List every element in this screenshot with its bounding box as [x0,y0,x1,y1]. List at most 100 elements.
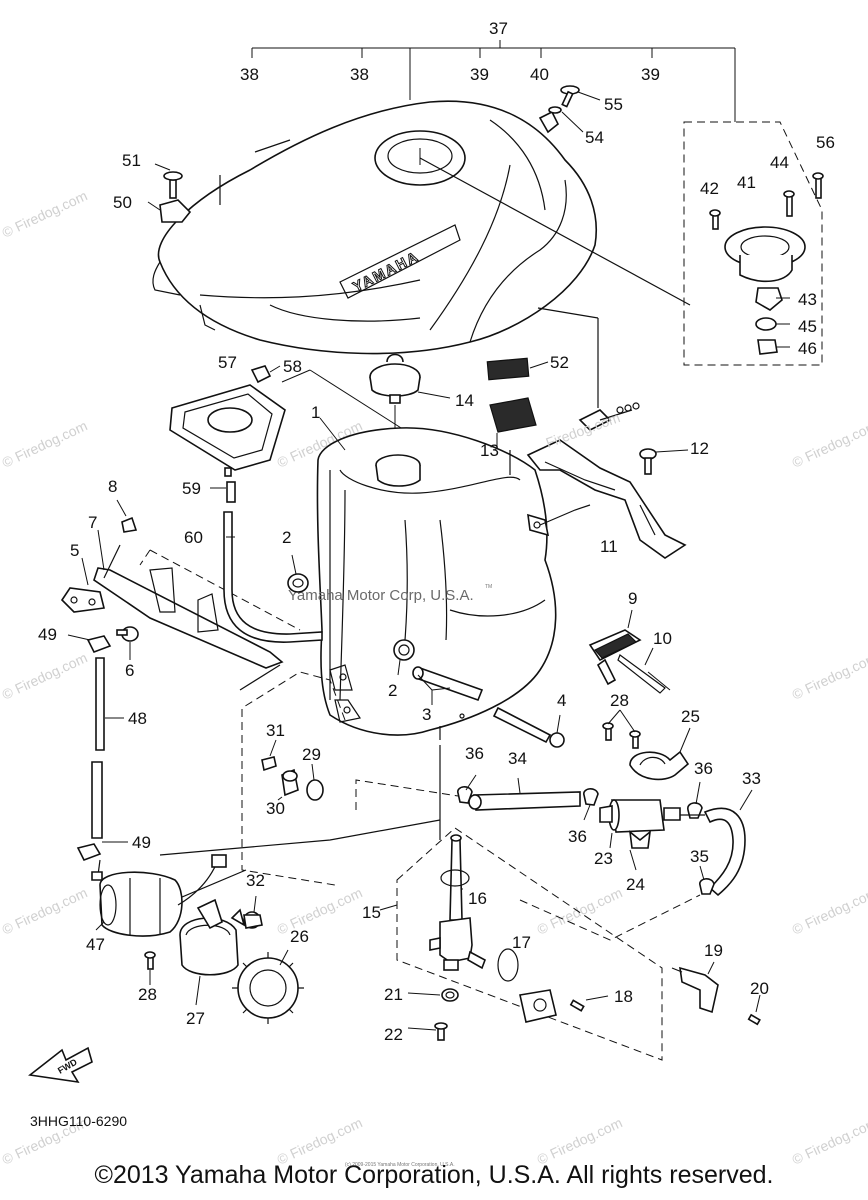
callout-41: 41 [737,173,756,192]
watermark-text: © Firedog.com [535,884,625,937]
callout-37: 37 [489,19,508,38]
parts-9-10 [588,609,671,694]
part-47-fuel-pump [91,854,227,937]
watermark-text: © Firedog.com [0,417,90,470]
watermark-text: © Firedog.com [0,884,90,937]
callout-52: 52 [550,353,569,372]
callout-22: 22 [384,1025,403,1044]
callout-49: 49 [132,833,151,852]
callout-20: 20 [750,979,769,998]
copyright-notice: ©2013 Yamaha Motor Corporation, U.S.A. A… [94,1161,774,1189]
callout-35: 35 [690,847,709,866]
callout-15: 15 [362,903,381,922]
callout-2: 2 [282,528,291,547]
callout-2: 2 [388,681,397,700]
callout-24: 24 [626,875,645,894]
watermark-text: © Firedog.com [790,1114,868,1167]
callout-43: 43 [798,290,817,309]
watermark-text: © Firedog.com [790,884,868,937]
callout-16: 16 [468,889,487,908]
watermark-text: © Firedog.com [0,187,90,240]
watermark-text: © Firedog.com [790,649,868,702]
watermark-text: © Firedog.com [275,884,365,937]
callout-29: 29 [302,745,321,764]
callout-39: 39 [641,65,660,84]
callout-labels: 37 38 38 39 40 39 55 54 51 50 56 44 41 4… [38,19,835,1044]
callout-31: 31 [266,721,285,740]
callout-23: 23 [594,849,613,868]
parts-59-60 [210,481,323,643]
callout-58: 58 [283,357,302,376]
footer-micro-text: (c) 2009-2015 Yamaha Motor Corporation, … [345,1162,455,1168]
callout-28: 28 [610,691,629,710]
callout-5: 5 [70,541,79,560]
callout-25: 25 [681,707,700,726]
fuel-cock-box [379,745,663,1061]
callout-27: 27 [186,1009,205,1028]
parts-57-58 [169,365,421,477]
callout-47: 47 [86,935,105,954]
callout-40: 40 [530,65,549,84]
watermark-stamp: Firedog.com [544,409,623,451]
embedded-caption: Yamaha Motor Corp, U.S.A. [288,587,474,604]
watermark-text: © Firedog.com [790,417,868,470]
callout-36: 36 [568,827,587,846]
callout-19: 19 [704,941,723,960]
callout-57: 57 [218,353,237,372]
callout-17: 17 [512,933,531,952]
parts-26-27-32 [144,895,304,1024]
diagram-code: 3HHG110-6290 [30,1113,128,1129]
callout-6: 6 [125,661,134,680]
callout-9: 9 [628,589,637,608]
callout-56: 56 [816,133,835,152]
callout-46: 46 [798,339,817,358]
parts-54-55 [538,85,601,134]
callout-21: 21 [384,985,403,1004]
callout-44: 44 [770,153,789,172]
parts-25-28-clamp [602,709,691,781]
callout-13: 13 [480,441,499,460]
callout-34: 34 [508,749,527,768]
part-1-fuel-tank: Yamaha Motor Corp, U.S.A. TM [288,417,557,740]
callout-7: 7 [88,513,97,532]
tank-cover: YAMAHA [152,100,597,355]
part-14-fuel-cap [369,353,451,450]
callout-39: 39 [470,65,489,84]
assembly-bracket-37 [251,40,736,122]
callout-11: 11 [600,537,618,556]
callout-50: 50 [113,193,132,212]
callout-36: 36 [694,759,713,778]
callout-42: 42 [700,179,719,198]
callout-28: 28 [138,985,157,1004]
callout-55: 55 [604,95,623,114]
callout-3: 3 [422,705,431,724]
callout-36: 36 [465,744,484,763]
callout-10: 10 [653,629,672,648]
callout-4: 4 [557,691,566,710]
callout-48: 48 [128,709,147,728]
callout-30: 30 [266,799,285,818]
callout-38: 38 [240,65,259,84]
callout-32: 32 [246,871,265,890]
connection-lines [97,664,701,941]
callout-8: 8 [108,477,117,496]
parts-50-51 [147,163,192,223]
callout-59: 59 [182,479,201,498]
watermark-text: © Firedog.com [275,1114,365,1167]
trademark-mark: TM [485,584,492,590]
callout-45: 45 [798,317,817,336]
callout-49: 49 [38,625,57,644]
callout-38: 38 [350,65,369,84]
callout-1: 1 [311,403,320,422]
parts-5-6-7-8 [60,499,301,669]
parts-19-20 [671,961,761,1026]
callout-60: 60 [184,528,203,547]
callout-12: 12 [690,439,709,458]
parts-29-30-31 [261,739,324,801]
parts-52-13-rubber [486,357,549,471]
callout-18: 18 [614,987,633,1006]
parts-23-24-filter [457,774,753,897]
cap-assembly-box [419,121,824,366]
callout-54: 54 [585,128,604,147]
